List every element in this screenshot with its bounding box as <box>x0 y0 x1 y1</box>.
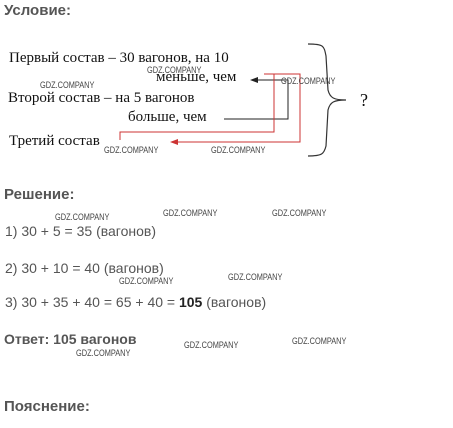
watermark: GDZ.COMPANY <box>55 212 110 222</box>
curly-brace <box>307 43 347 157</box>
watermark: GDZ.COMPANY <box>76 348 131 358</box>
watermark: GDZ.COMPANY <box>211 145 266 155</box>
question-mark: ? <box>360 90 368 110</box>
answer-line: Ответ: 105 вагонов <box>4 331 137 347</box>
watermark: GDZ.COMPANY <box>104 145 159 155</box>
red-arrow-first-row <box>119 73 275 140</box>
red-arrow-first-to-third <box>170 73 301 145</box>
solution-step-3-suffix: (вагонов) <box>202 294 267 310</box>
watermark: GDZ.COMPANY <box>184 340 239 350</box>
solution-step-3-result: 105 <box>178 294 203 310</box>
watermark: GDZ.COMPANY <box>272 208 327 218</box>
watermark: GDZ.COMPANY <box>119 276 174 286</box>
watermark: GDZ.COMPANY <box>292 336 347 346</box>
watermark: GDZ.COMPANY <box>228 272 283 282</box>
explanation-heading: Пояснение: <box>4 398 90 415</box>
condition-line-2: Второй состав – на 5 вагонов <box>8 90 195 106</box>
solution-heading: Решение: <box>4 186 75 203</box>
watermark: GDZ.COMPANY <box>281 76 336 86</box>
watermark: GDZ.COMPANY <box>147 65 202 75</box>
condition-line-1-tail: меньше, чем <box>156 69 237 85</box>
condition-line-1: Первый состав – 30 вагонов, на 10 <box>9 50 229 66</box>
condition-line-2-tail: больше, чем <box>128 109 207 125</box>
solution-step-3: 3) 30 + 35 + 40 = 65 + 40 = 105 (вагонов… <box>5 294 266 310</box>
solution-step-2: 2) 30 + 10 = 40 (вагонов) <box>5 260 164 276</box>
black-arrow-second-to-third <box>224 77 289 120</box>
solution-step-3-prefix: 3) 30 + 35 + 40 = 65 + 40 = <box>5 294 179 310</box>
watermark: GDZ.COMPANY <box>163 208 218 218</box>
watermark: GDZ.COMPANY <box>40 80 95 90</box>
solution-step-1: 1) 30 + 5 = 35 (вагонов) <box>5 223 156 239</box>
condition-line-3: Третий состав <box>9 133 100 149</box>
condition-heading: Условие: <box>4 2 72 19</box>
